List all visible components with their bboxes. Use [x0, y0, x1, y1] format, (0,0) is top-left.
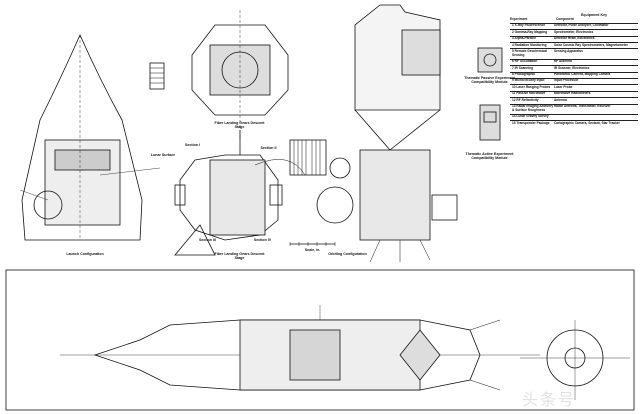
equipment-list: Spectrometer, Electronics	[554, 29, 594, 34]
equipment-key-row: 9 Microcircuitry Input Input Processor	[510, 77, 638, 83]
col-experiment: Experiment	[510, 16, 528, 21]
experiment-name: 6 RF Occultation	[512, 59, 538, 64]
watermark: 头条号	[522, 392, 577, 409]
equipment-key-row: 8 Photographic Panoramic Camera, Mapping …	[510, 71, 638, 77]
label-scale: Scale, in.	[304, 248, 321, 252]
experiment-name: 8 Photographic	[512, 72, 536, 77]
experiment-name: 15 Transponder Package	[512, 120, 550, 125]
equipment-list: Panoramic Camera, Mapping Camera	[554, 72, 611, 77]
experiment-name: 10 Laser Ranging Probes	[512, 84, 551, 89]
equipment-key-row: 6 RF Occultation RF Antenna	[510, 58, 638, 64]
label-launch-configuration: Launch Configuration	[66, 252, 104, 256]
label-orbiting-configuration: Orbiting Configuration	[328, 252, 367, 256]
equipment-list: Solar Cosmic Ray Spectrometers, Magnetom…	[554, 42, 628, 47]
experiment-name: 11 Passive Microwave	[512, 91, 546, 96]
descent-stage-top-view	[191, 10, 289, 140]
equipment-key-row: 3 Alpha-Particle Detector Head, Electroni…	[510, 35, 638, 41]
equipment-list: IR Scanner, Electronics	[554, 65, 590, 70]
experiment-name: 2 Gamma-Ray Mapping	[512, 29, 548, 34]
experiment-name: 7 IR Scanning	[512, 65, 534, 70]
label-section-1: Section I	[185, 143, 200, 147]
equipment-key-title: Equipment Key	[580, 13, 608, 17]
equipment-key-row: 2 Gamma-Ray Mapping Spectrometer, Electro…	[510, 29, 638, 34]
equipment-list: Radar Antenna, Transmitter, Receiver	[554, 104, 611, 109]
experiment-name: 4 Radiation Monitoring	[512, 42, 547, 47]
equipment-list: Laser Probe	[554, 84, 573, 89]
equipment-key-row: 14 Lunar Gravity Survey	[510, 113, 638, 119]
experiment-module-2	[479, 104, 501, 141]
col-equipment: Component	[556, 16, 574, 21]
equipment-list: Cartographic Camera, Sextant, Star Track…	[554, 120, 620, 125]
side-view-vehicle	[60, 305, 540, 391]
equipment-key-row: 12 RF Reflectivity Antenna	[510, 97, 638, 102]
experiment-name: 5 Remote Geochemical Sensing	[512, 48, 548, 57]
equipment-key-row: 1 X-Ray Fluorescence Detector, Pulse Anal…	[510, 22, 638, 28]
experiment-name: 13 Radar Imaging Altimetry & Surface Rou…	[512, 104, 554, 112]
grid-panel	[289, 139, 327, 176]
label-section-3: Section III	[199, 238, 216, 242]
experiment-module-1	[477, 47, 503, 73]
equipment-list	[554, 115, 638, 119]
label-section-4: Section IV	[253, 238, 272, 242]
experiment-name: 14 Lunar Gravity Survey	[512, 114, 549, 119]
label-section-2: Section II	[260, 146, 277, 150]
equipment-list: Detector, Pulse Analyzer, Collimator	[554, 23, 609, 28]
experiment-name: 1 X-Ray Fluorescence	[512, 23, 546, 28]
launch-configuration-drawing	[19, 34, 161, 241]
equipment-list: Sensing Apparatus	[554, 48, 583, 53]
equipment-list: Detector Head, Electronics	[554, 36, 595, 41]
label-landing-top: Fiber Landing Gears Descent Stage	[214, 121, 265, 129]
experiment-name: 3 Alpha-Particle	[512, 36, 536, 41]
experiment-name: 9 Microcircuitry Input	[512, 78, 545, 83]
label-module-2: Thematic Active Experiment Compatibility…	[465, 152, 514, 160]
label-lunar-surface: Lunar Surface	[150, 153, 176, 157]
small-grid-symbol	[149, 62, 165, 90]
equipment-key: Equipment Key Experiment Component 1 X-R…	[510, 13, 638, 126]
equipment-key-row: 7 IR Scanning IR Scanner, Electronics	[510, 65, 638, 70]
equipment-key-row: 11 Passive Microwave Microwave Radiometer…	[510, 90, 638, 96]
equipment-key-row: 13 Radar Imaging Altimetry & Surface Rou…	[510, 103, 638, 113]
orbiting-configuration-drawing	[316, 4, 458, 263]
side-view-panel	[5, 269, 635, 411]
equipment-key-row: 5 Remote Geochemical Sensing Sensing Appa…	[510, 48, 638, 57]
descent-stage-side-view	[174, 130, 306, 256]
equipment-key-row: 15 Transponder Package Cartographic Camer…	[510, 120, 638, 125]
equipment-list: Microwave Radiometers	[554, 91, 591, 96]
label-module-1: Thematic Passive Experiment Compatibilit…	[464, 76, 515, 84]
label-landing-bottom: Fiber Landing Gears Descent Stage	[214, 252, 265, 260]
experiment-name: 12 RF Reflectivity	[512, 97, 539, 102]
equipment-list: Input Processor	[554, 78, 579, 83]
equipment-key-row: 4 Radiation Monitoring Solar Cosmic Ray S…	[510, 42, 638, 47]
equipment-list: Antenna	[554, 97, 567, 102]
scale-bar	[289, 242, 336, 246]
equipment-list: RF Antenna	[554, 59, 572, 64]
end-view	[520, 320, 630, 400]
